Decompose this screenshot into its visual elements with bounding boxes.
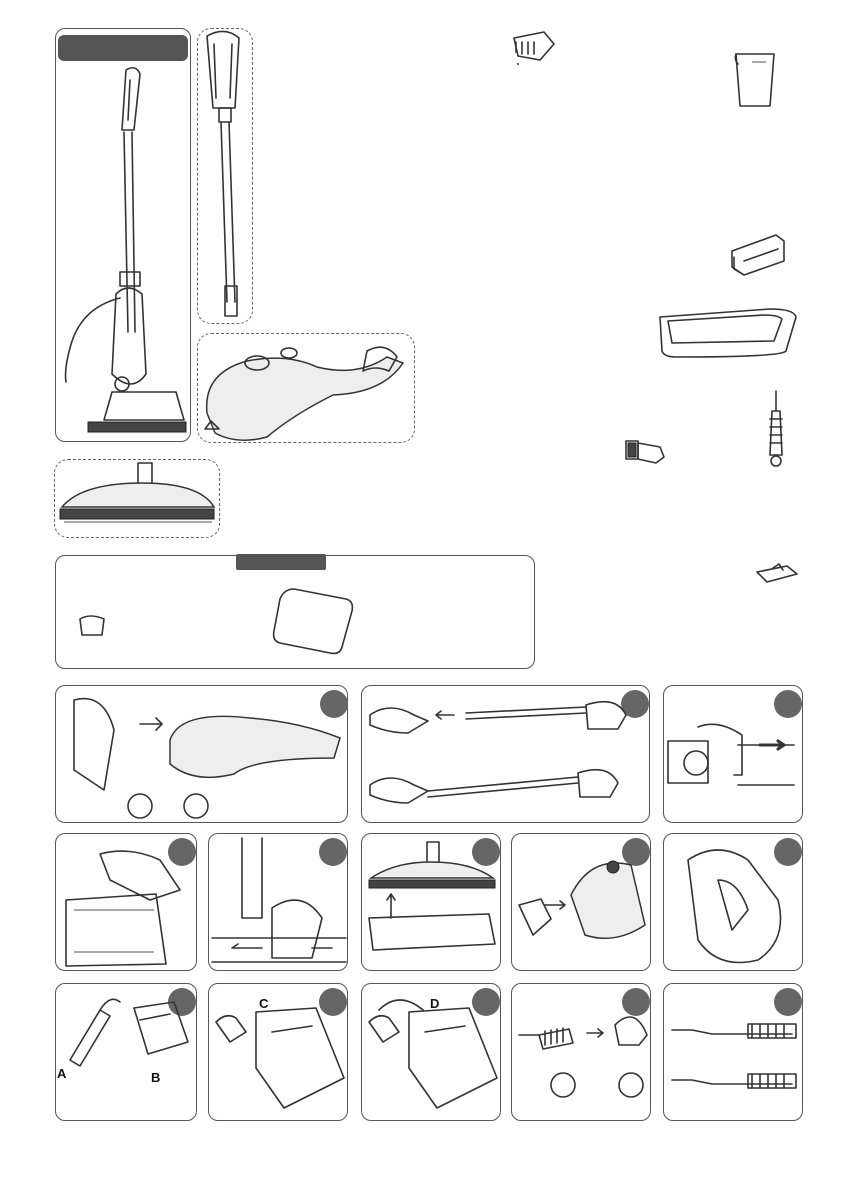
holder-attach-illustration bbox=[60, 990, 192, 1090]
cloth-velcro-illustration bbox=[212, 838, 346, 968]
round-brush-icon bbox=[622, 437, 668, 465]
brush-attach-illustration bbox=[515, 845, 649, 965]
step-badge bbox=[774, 690, 802, 718]
glove-fit-illustration bbox=[668, 840, 798, 968]
hand-unit-attach-illustration bbox=[60, 690, 340, 820]
step-label-c: C bbox=[259, 996, 268, 1011]
handle-attach-illustration bbox=[366, 695, 636, 815]
measuring-cup-icon bbox=[732, 48, 778, 110]
step-label-a: A bbox=[57, 1066, 66, 1081]
handle-icon bbox=[197, 28, 253, 324]
scraper-icon bbox=[753, 562, 801, 586]
locking-button-illustration bbox=[668, 715, 798, 805]
steam-mop-icon bbox=[58, 62, 188, 440]
jet-nozzle-icon bbox=[764, 389, 790, 471]
nozzle-attach-illustration bbox=[515, 1005, 649, 1105]
accessories-header-bar bbox=[236, 554, 326, 570]
product-header-bar bbox=[58, 35, 188, 61]
floor-head-icon bbox=[54, 459, 220, 538]
hand-unit-icon bbox=[197, 333, 415, 443]
step-label-d: D bbox=[430, 996, 439, 1011]
cloth-holder-icon bbox=[726, 231, 788, 277]
floor-head-parking-illustration bbox=[365, 838, 499, 968]
brush-nozzle-illustration bbox=[668, 1010, 798, 1110]
cloth-pad-icon bbox=[272, 585, 356, 657]
glove-icon bbox=[76, 613, 108, 639]
holder-open-illustration bbox=[212, 992, 346, 1112]
carpet-glider-icon bbox=[650, 303, 802, 363]
step-label-b: B bbox=[151, 1070, 160, 1085]
cloth-fit-illustration bbox=[60, 840, 192, 968]
triangle-brush-icon bbox=[510, 30, 556, 66]
